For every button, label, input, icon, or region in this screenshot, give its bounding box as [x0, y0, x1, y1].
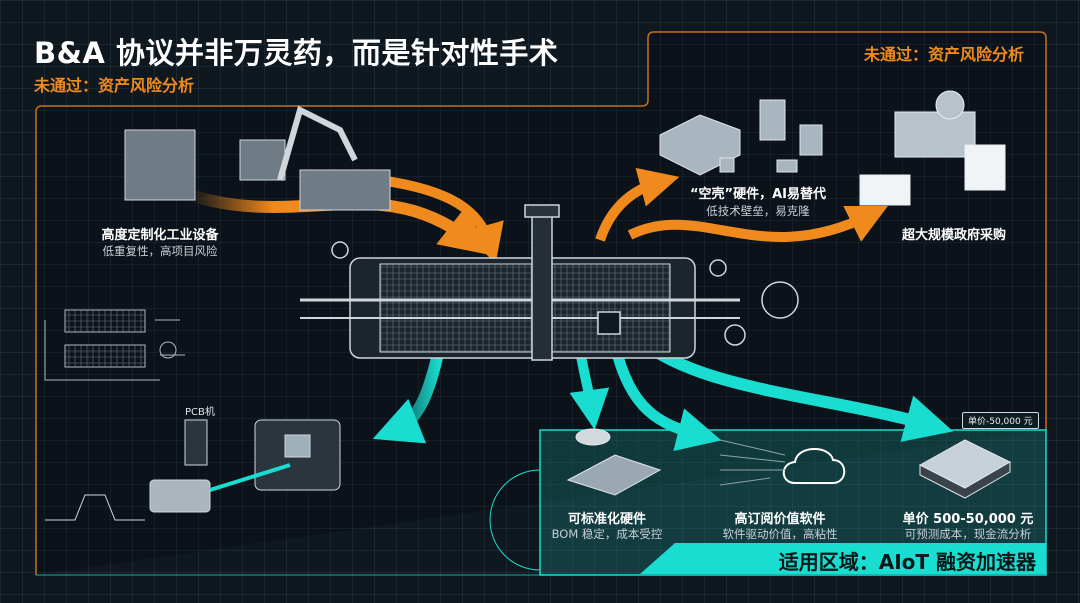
price-tag: 单价-50,000 元	[962, 412, 1039, 429]
fit-item-subtitle: BOM 稳定，成本受控	[551, 527, 663, 541]
risk-item-title: “空壳”硬件，AI易替代	[690, 187, 826, 202]
fit-item-title: 单价 500-50,000 元	[902, 512, 1034, 527]
industrial-equipment-icon	[124, 105, 391, 211]
fit-item-title: 可标准化硬件	[567, 512, 647, 527]
risk-item-subtitle: 低重复性，高项目风险	[102, 244, 218, 258]
risk-label-right: 未通过：资产风险分析	[864, 45, 1025, 64]
government-building-icon	[859, 90, 1006, 206]
fit-item-subtitle: 可预测成本，现金流分析	[904, 527, 1032, 541]
risk-label-left: 未通过：资产风险分析	[34, 76, 195, 95]
central-machine	[300, 204, 799, 361]
risk-item-title: 超大规模政府采购	[901, 228, 1007, 243]
teal-arrow	[609, 343, 722, 452]
fit-zone-banner: 适用区域：AIoT 融资加速器	[640, 543, 1046, 574]
fit-item-subtitle: 软件驱动价值，高粘性	[722, 527, 838, 541]
standard-hardware-icon	[566, 428, 662, 496]
hollow-hardware-icon	[659, 99, 823, 176]
orange-arrow	[379, 175, 504, 265]
chip-icon	[918, 439, 1012, 499]
fit-item-title: 高订阅价值软件	[734, 512, 826, 527]
orange-arrow	[595, 167, 680, 242]
risk-item-subtitle: 低技术壁垒，易克隆	[706, 204, 810, 218]
banner-text: 适用区域：AIoT 融资加速器	[778, 550, 1036, 574]
page-title: B&A 协议并非万灵药，而是针对性手术	[34, 36, 559, 70]
risk-item-title: 高度定制化工业设备	[101, 228, 219, 243]
cloud-software-icon	[719, 439, 846, 486]
schematic-diagram	[44, 309, 185, 381]
teal-arrow	[372, 343, 446, 444]
orange-arrow	[627, 206, 888, 242]
pcb-machine-icon	[45, 419, 341, 521]
pcb-label: PCB机	[185, 407, 215, 418]
